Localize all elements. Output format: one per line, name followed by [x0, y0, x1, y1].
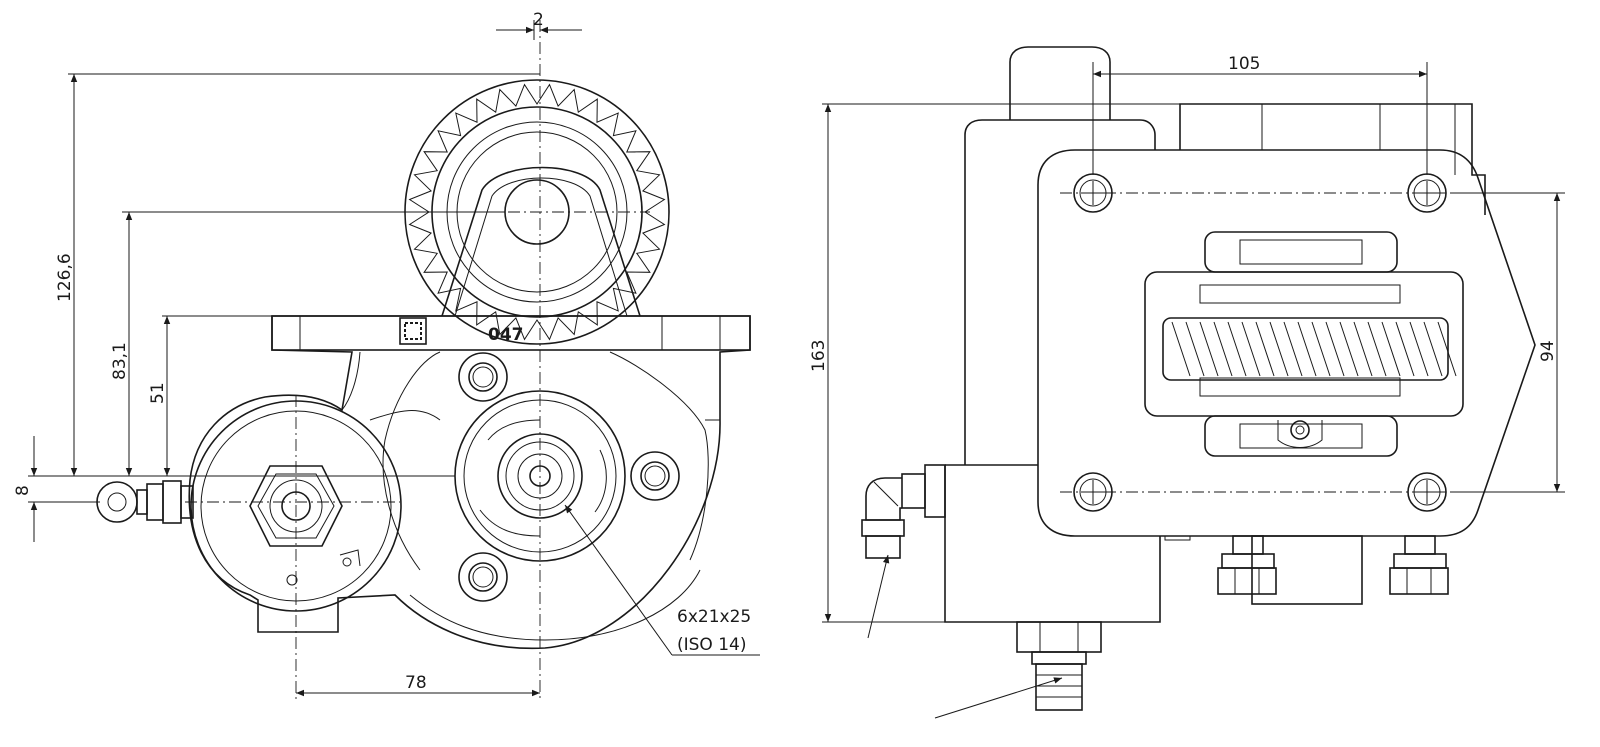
- bolt-top: [458, 352, 508, 402]
- dim-2: 2: [533, 10, 544, 30]
- helix-tooth: [1423, 321, 1443, 377]
- top-boss: [1009, 46, 1111, 120]
- nut-right: [1389, 535, 1449, 595]
- dim-8: 8: [13, 485, 33, 496]
- helix-tooth: [1409, 321, 1429, 377]
- spline-spec-line2: (ISO 14): [677, 635, 747, 655]
- part-number: 047: [488, 325, 524, 345]
- qr-code: [399, 317, 427, 345]
- lower-cap: [1251, 535, 1363, 605]
- tall-body: [964, 119, 1156, 465]
- helix-tooth: [1325, 321, 1345, 377]
- helix-tooth: [1339, 321, 1359, 377]
- helical-gear: [1162, 317, 1457, 381]
- helix-tooth: [1311, 321, 1331, 377]
- bolt-right: [630, 451, 680, 501]
- helix-tooth: [1185, 321, 1205, 377]
- side-view: 105 163 94: [809, 46, 1565, 719]
- helix-tooth: [1269, 321, 1289, 377]
- nut-left: [1217, 535, 1277, 595]
- spline-spec-line1: 6x21x25: [677, 607, 751, 627]
- flange-plate: [271, 315, 751, 351]
- helix-tooth: [1227, 321, 1247, 377]
- dim-105: 105: [1228, 54, 1260, 74]
- gear-window: [1144, 271, 1464, 417]
- lower-block: [944, 464, 1161, 623]
- dim-163: 163: [809, 340, 829, 372]
- helix-tooth: [1213, 321, 1233, 377]
- dim-51: 51: [148, 382, 168, 404]
- bolt-bottom: [458, 552, 508, 602]
- helix-tooth: [1353, 321, 1373, 377]
- gear-support: [441, 166, 641, 317]
- bottom-fitting: [1016, 621, 1102, 711]
- dim-126-6: 126,6: [55, 253, 75, 302]
- helix-tooth: [1297, 321, 1317, 377]
- dim-78: 78: [405, 673, 427, 693]
- helix-tooth: [1367, 321, 1387, 377]
- helix-tooth: [1199, 321, 1219, 377]
- housing-outline: [188, 315, 751, 650]
- helix-tooth: [1241, 321, 1261, 377]
- helix-tooth: [1171, 321, 1191, 377]
- dim-94: 94: [1538, 340, 1558, 362]
- front-view: 047: [13, 10, 760, 700]
- elbow-fitting: [861, 464, 946, 559]
- side-flange: [1037, 149, 1536, 537]
- helix-tooth: [1255, 321, 1275, 377]
- helix-tooth: [1395, 321, 1415, 377]
- helix-tooth: [1437, 321, 1457, 377]
- left-fitting: [96, 480, 194, 524]
- dim-83-1: 83,1: [110, 342, 130, 380]
- helix-tooth: [1283, 321, 1303, 377]
- helix-tooth: [1381, 321, 1401, 377]
